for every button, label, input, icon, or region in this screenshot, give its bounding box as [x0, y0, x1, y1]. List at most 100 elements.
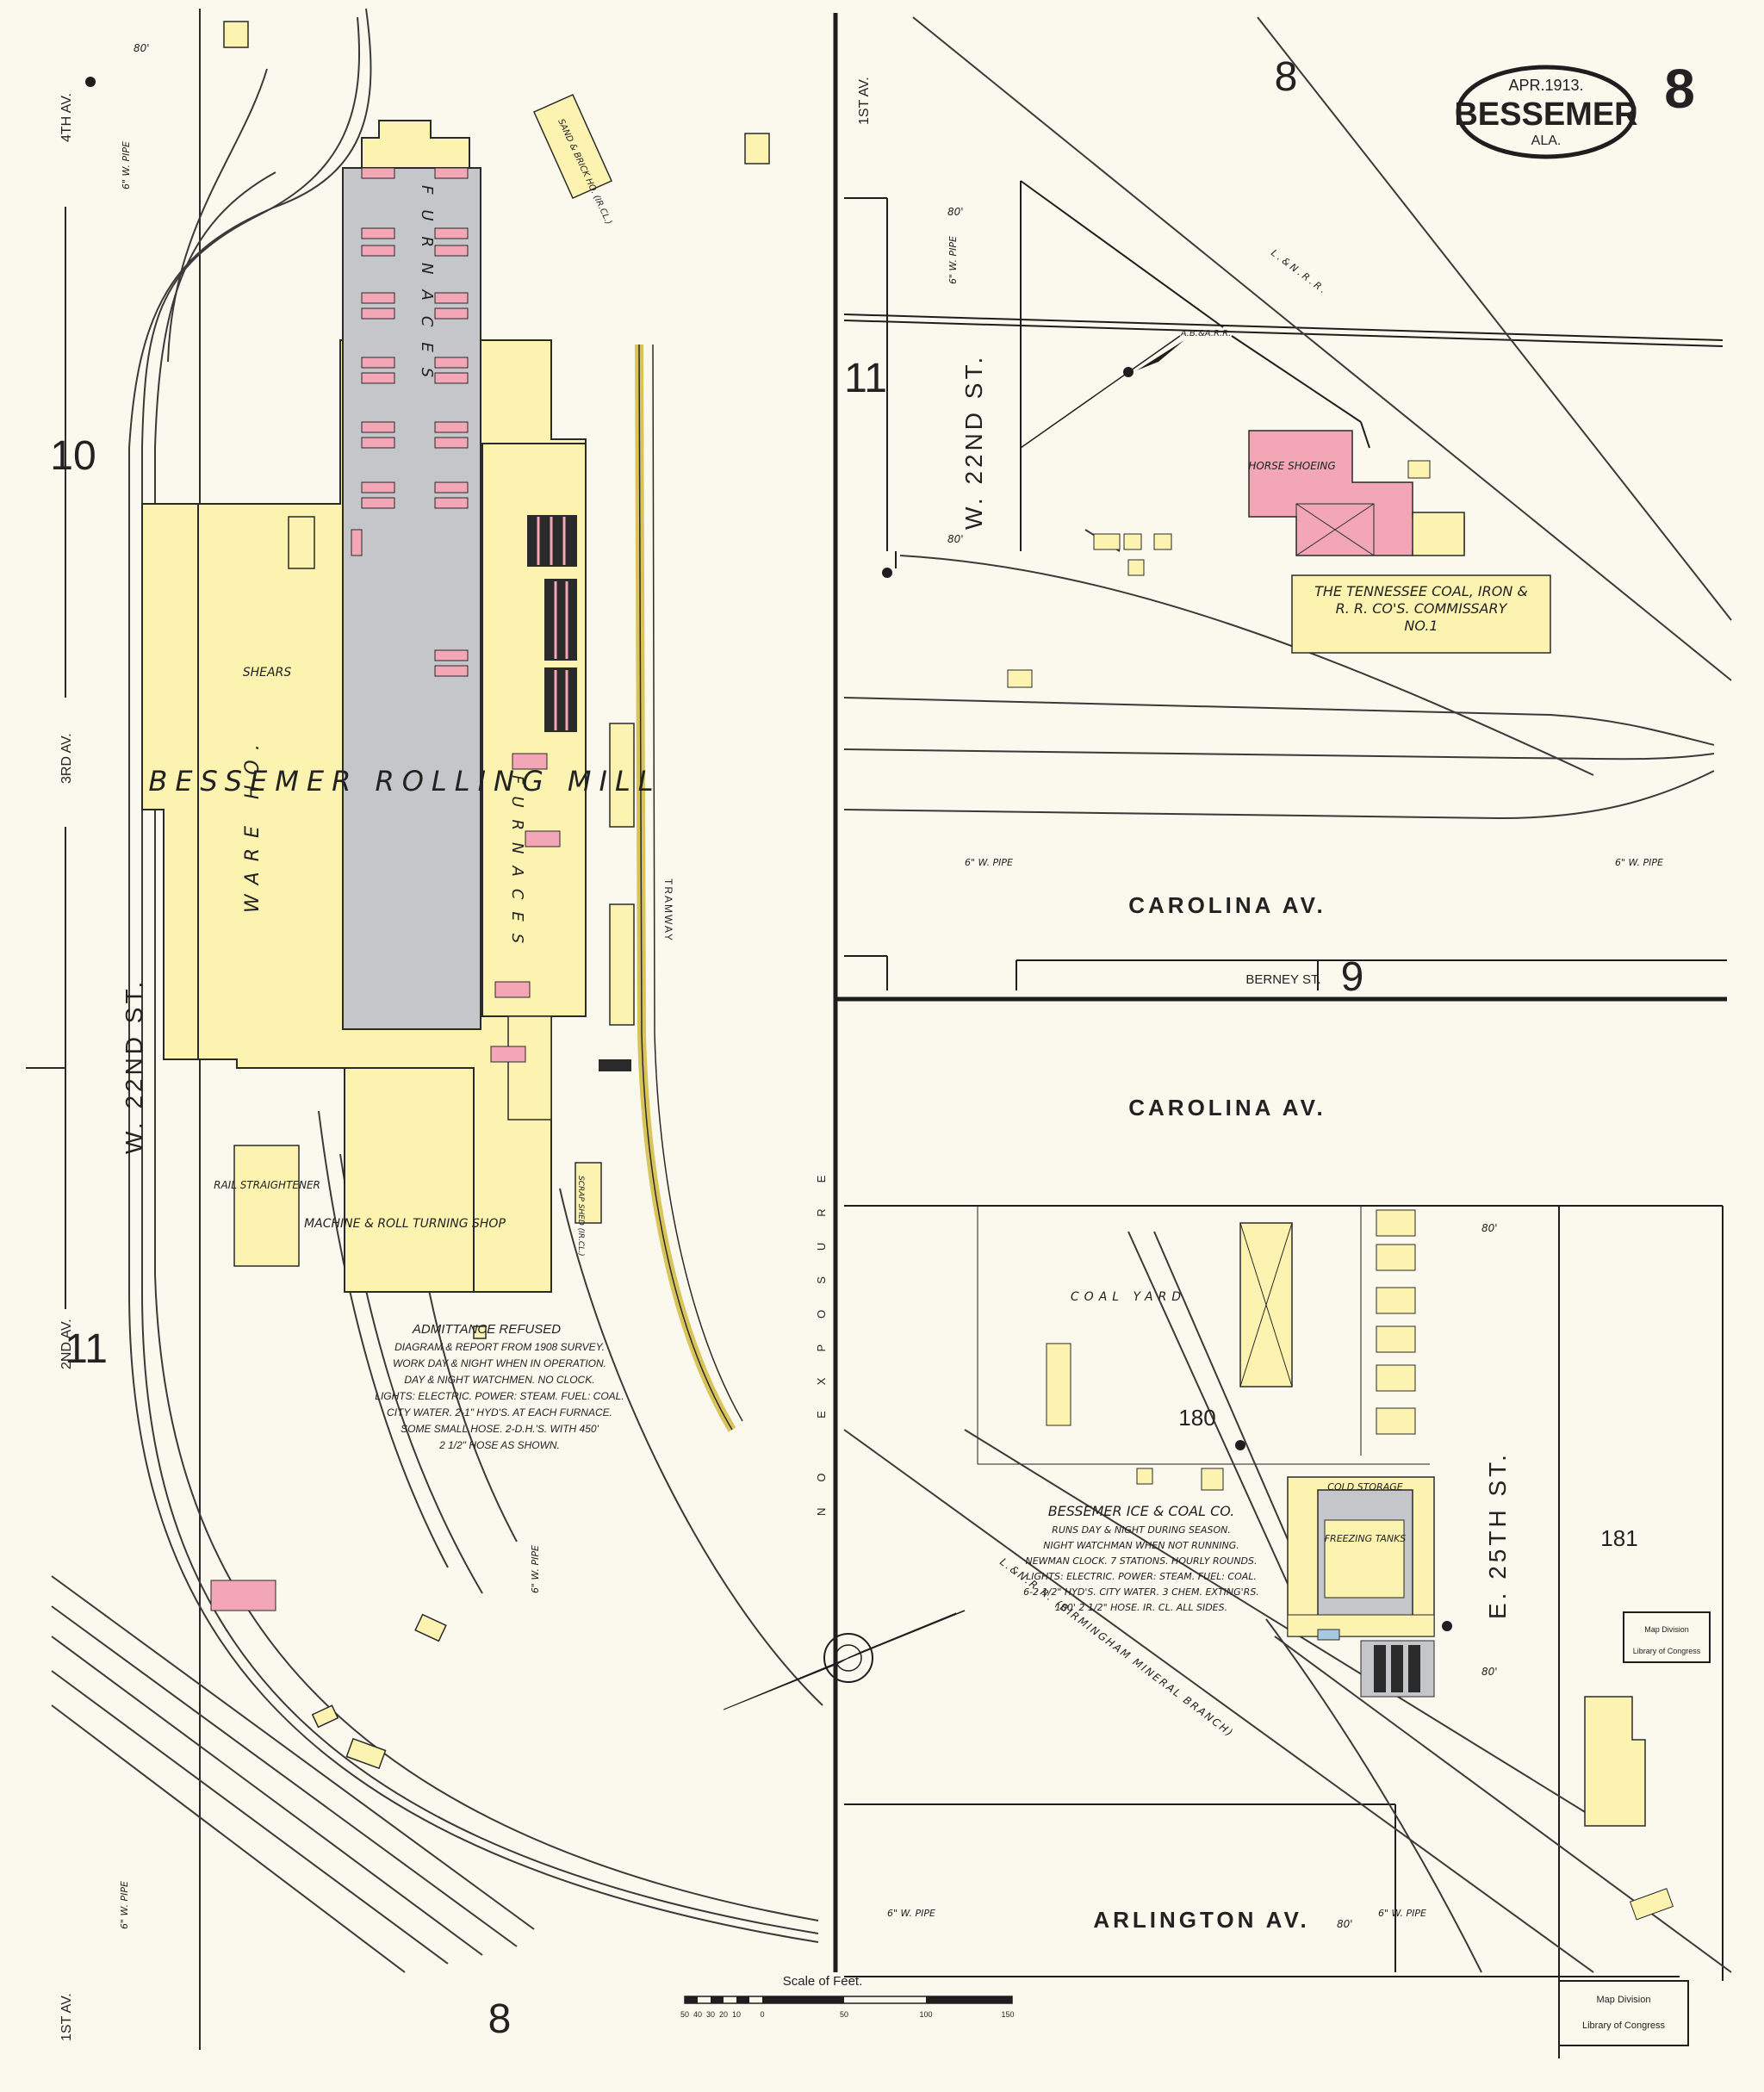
street-arlington: ARLINGTON AV.: [1093, 1907, 1309, 1933]
street-width-1: 80': [134, 42, 150, 54]
sheet-number: 8: [1664, 58, 1695, 120]
label-shears: SHEARS: [243, 666, 292, 680]
street-w22-west: W. 22ND ST.: [121, 978, 147, 1154]
street-1st-av-left: 1ST AV.: [59, 1993, 74, 2041]
scale-tick: 150: [1001, 2010, 1014, 2019]
adjoining-sheet-left-lower: 11: [65, 1326, 108, 1372]
label-furnaces-mid: FURNACES: [508, 775, 526, 955]
right-buildings: [1007, 430, 1674, 1921]
scale-tick: 40: [693, 2010, 702, 2019]
street-width-6: 80': [1337, 1918, 1353, 1930]
label-warehouse: WARE HO.: [242, 734, 264, 913]
ice-note-line: RUNS DAY & NIGHT DURING SEASON.: [1052, 1524, 1231, 1536]
ice-note-line: 6-2 1/2" HYD'S. CITY WATER. 3 CHEM. EXTI…: [1023, 1586, 1259, 1598]
label-rail-straightener: RAIL STRAIGHTENER: [214, 1179, 320, 1191]
mill-note-line: WORK DAY & NIGHT WHEN IN OPERATION.: [393, 1357, 606, 1369]
adjoining-sheet-top: 8: [1275, 54, 1298, 100]
boiler-stripes: [537, 517, 568, 730]
mill-frame-west: [141, 503, 199, 1060]
label-furnaces-top: FURNACES: [418, 185, 436, 393]
ice-note-line: 100' 2 1/2" HOSE. IR. CL. ALL SIDES.: [1055, 1602, 1227, 1613]
ice-note-line: NIGHT WATCHMAN WHEN NOT RUNNING.: [1043, 1540, 1239, 1551]
pipe-label-6: 6" W. PIPE: [887, 1908, 935, 1919]
pipe-label-3: 6" W. PIPE: [965, 857, 1013, 868]
sand-brick-house: [533, 94, 612, 199]
scale-tick: 10: [732, 2010, 741, 2019]
label-ice-co: BESSEMER ICE & COAL CO.: [1048, 1503, 1235, 1519]
mill-note-line: DIAGRAM & REPORT FROM 1908 SURVEY.: [394, 1341, 605, 1353]
label-coal-yard: COAL YARD: [1071, 1290, 1186, 1304]
pipe-label-5: 6" W. PIPE: [530, 1545, 541, 1593]
stamp-top-2: Library of Congress: [1633, 1647, 1701, 1655]
street-e25: E. 25TH ST.: [1484, 1451, 1511, 1619]
title-cartouche: [1456, 65, 1637, 159]
furnace-pairs: [210, 167, 561, 1611]
rail-curves: [128, 8, 823, 1943]
stamp-top-1: Map Division: [1644, 1625, 1689, 1634]
label-tramway: TRAMWAY: [662, 878, 674, 942]
street-width-4: 80': [1481, 1222, 1498, 1234]
mill-note: ADMITTANCE REFUSED DIAGRAM & REPORT FROM…: [375, 1322, 624, 1451]
label-machine-shop: MACHINE & ROLL TURNING SHOP: [304, 1217, 506, 1231]
stamp-bottom-1: Map Division: [1597, 1995, 1651, 2005]
title-date: APR.1913.: [1508, 77, 1583, 94]
stamp-bottom-2: Library of Congress: [1582, 2021, 1665, 2031]
scale-ticks: 50 40 30 20 10 0 50 100 150: [680, 2010, 1015, 2019]
title-city: BESSEMER: [1454, 96, 1637, 133]
mill-note-line: SOME SMALL HOSE. 2-D.H.'S. WITH 450': [401, 1423, 599, 1435]
adjoining-sheet-right-middle: 9: [1341, 954, 1364, 1000]
right-bottom-rails: [843, 1231, 1732, 1973]
adjoining-sheet-left-upper: 10: [50, 433, 96, 479]
machine-shop: [344, 1067, 475, 1293]
scale-tick: 50: [840, 2010, 848, 2019]
scale-tick: 20: [719, 2010, 728, 2019]
shed-interior: [507, 1015, 552, 1120]
hydrants: [85, 77, 1452, 1631]
street-1st-av-right: 1ST AV.: [857, 77, 872, 125]
street-berney: BERNEY ST.: [1245, 972, 1320, 987]
pipe-label-7: 6" W. PIPE: [1378, 1908, 1426, 1919]
library-stamp-bottom: [1558, 1980, 1689, 2046]
label-horse-shoeing: HORSE SHOEING: [1248, 460, 1335, 472]
street-width-2: 80': [947, 206, 964, 218]
label-commissary-1: THE TENNESSEE COAL, IRON &: [1314, 583, 1528, 599]
pipe-label-2: 6" W. PIPE: [947, 236, 959, 284]
lower-left-tracks: [51, 1575, 535, 1973]
label-rolling-mill: BESSEMER ROLLING MILL: [148, 765, 661, 798]
scale-tick: 30: [706, 2010, 715, 2019]
adjoining-sheet-right-upper: 11: [844, 356, 887, 401]
block-181: 181: [1600, 1525, 1637, 1551]
block-180: 180: [1178, 1405, 1215, 1431]
pipe-label-1: 6" W. PIPE: [121, 141, 132, 189]
street-3rd-av: 3RD AV.: [59, 733, 74, 784]
right-top-rails: [843, 16, 1732, 820]
ice-note-line: NEWMAN CLOCK. 7 STATIONS. HOURLY ROUNDS.: [1026, 1555, 1258, 1567]
mill-note-line: 2 1/2" HOSE AS SHOWN.: [438, 1439, 560, 1451]
tramway: [635, 344, 743, 1432]
street-w22-east: W. 22ND ST.: [960, 354, 987, 530]
north-compass: [723, 1610, 966, 1710]
street-width-5: 80': [1481, 1666, 1498, 1678]
mill-note-line: ADMITTANCE REFUSED: [412, 1322, 561, 1337]
library-stamp-top: [1623, 1611, 1711, 1663]
street-4th-av: 4TH AV.: [59, 93, 74, 142]
scale-tick: 100: [919, 2010, 932, 2019]
label-ab-rr: A.B.&A.R.R.: [1180, 329, 1232, 338]
adjoining-sheet-bottom: 8: [488, 1996, 512, 2042]
title-state: ALA.: [1531, 133, 1562, 148]
street-carolina-upper: CAROLINA AV.: [1128, 892, 1326, 918]
mill-note-line: DAY & NIGHT WATCHMEN. NO CLOCK.: [404, 1374, 594, 1386]
label-commissary-3: NO.1: [1404, 618, 1438, 634]
mill-note-line: CITY WATER. 2-1" HYD'S. AT EACH FURNACE.: [387, 1406, 612, 1418]
label-freezing-tanks: FREEZING TANKS: [1325, 1533, 1407, 1544]
pipe-label-4: 6" W. PIPE: [1615, 857, 1663, 868]
scale-tick: 50: [680, 2010, 689, 2019]
street-width-3: 80': [947, 533, 964, 545]
mill-note-line: LIGHTS: ELECTRIC. POWER: STEAM. FUEL: CO…: [375, 1390, 624, 1402]
right-grid: [833, 13, 1727, 2058]
ice-note: RUNS DAY & NIGHT DURING SEASON. NIGHT WA…: [1023, 1524, 1259, 1613]
scale-bar: [684, 1996, 1013, 2004]
street-carolina-lower: CAROLINA AV.: [1128, 1095, 1326, 1120]
label-no-exposure: NO EXPOSURE: [815, 1150, 828, 1516]
